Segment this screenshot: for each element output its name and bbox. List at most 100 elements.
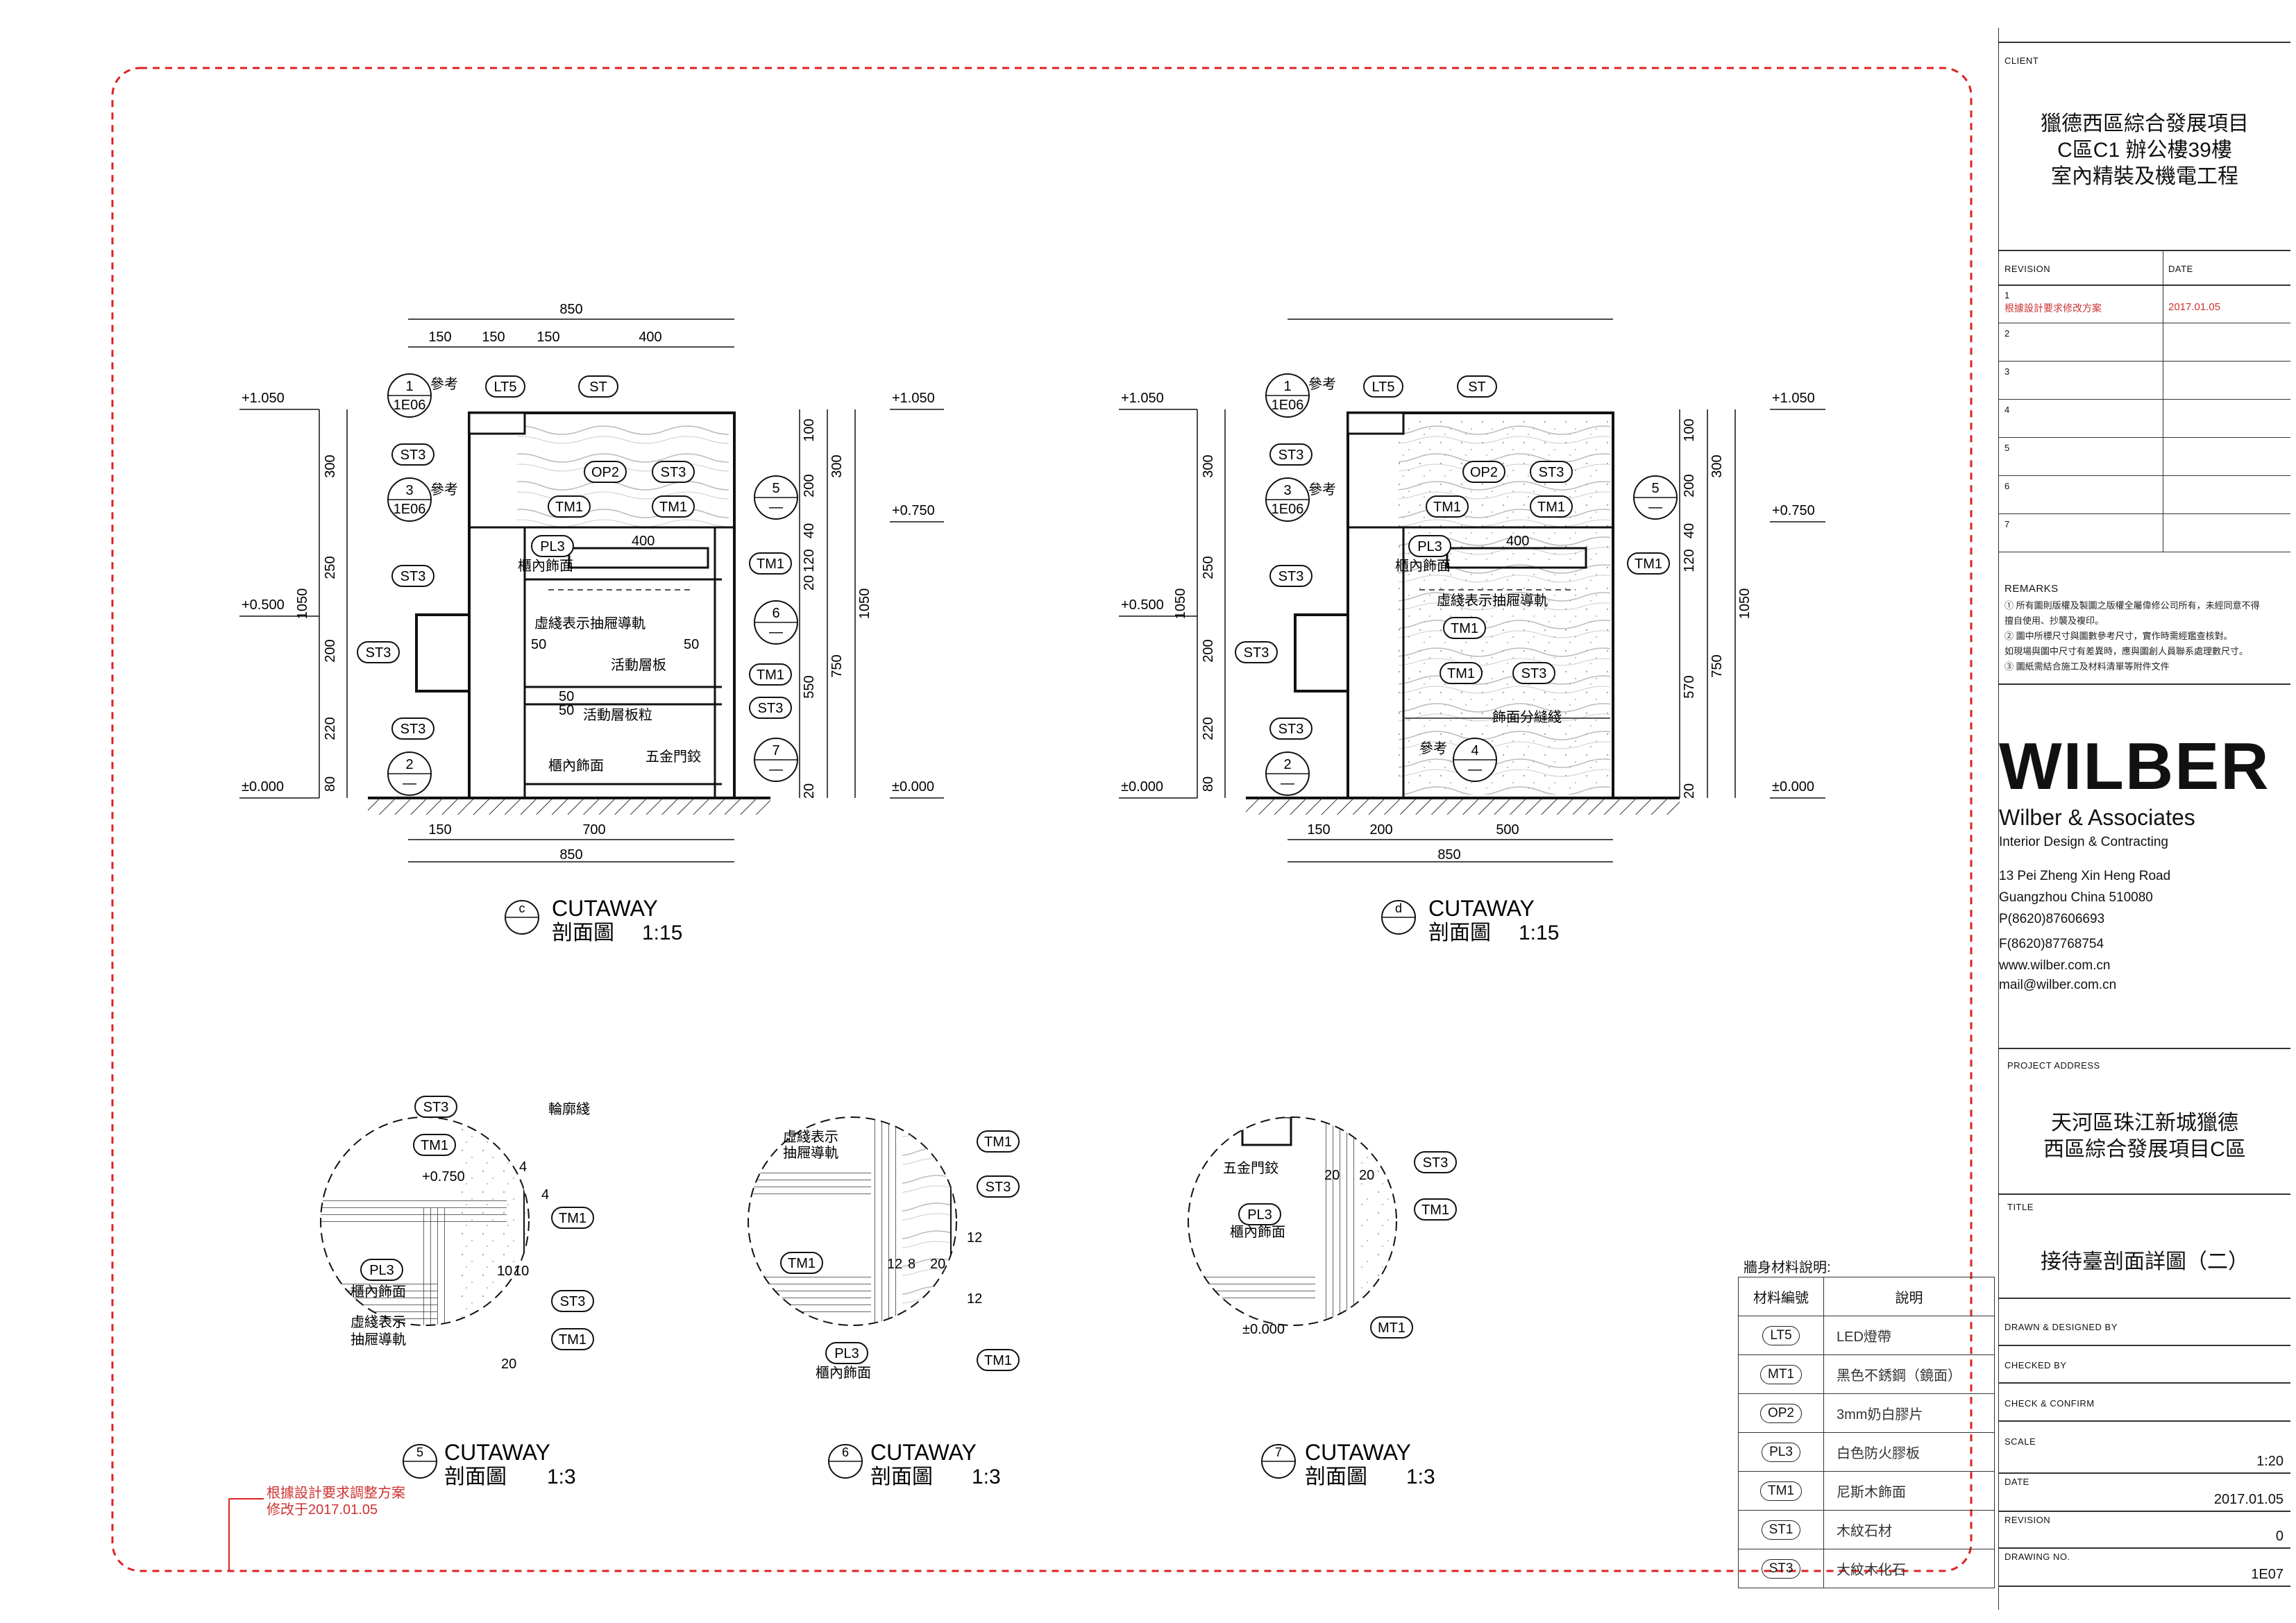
dim-text: 200 <box>1682 474 1697 497</box>
svg-text:TM1: TM1 <box>984 1353 1012 1368</box>
svg-text:輪廓綫: 輪廓綫 <box>548 1101 590 1117</box>
svg-text:5: 5 <box>416 1445 423 1459</box>
dim-text: 20 <box>1682 783 1697 799</box>
svg-text:CUTAWAY: CUTAWAY <box>870 1440 977 1465</box>
svg-text:7: 7 <box>1275 1445 1282 1459</box>
svg-text:±0.000: ±0.000 <box>892 779 934 794</box>
dim-text: 400 <box>639 330 661 345</box>
dim-text: 100 <box>802 418 817 441</box>
svg-text:—: — <box>769 762 783 777</box>
material-code: TM1 <box>1760 1481 1802 1501</box>
dim-text: 1050 <box>295 588 310 620</box>
material-code: PL3 <box>1762 1442 1800 1462</box>
svg-text:—: — <box>1468 762 1482 777</box>
svg-text:400: 400 <box>632 534 655 549</box>
svg-text:TM1: TM1 <box>757 668 784 683</box>
svg-text:±0.000: ±0.000 <box>1121 779 1163 794</box>
dim-text: 300 <box>829 454 845 477</box>
material-code: LT5 <box>1762 1325 1800 1345</box>
svg-text:1: 1 <box>1283 379 1291 394</box>
client-label: CLIENT <box>2004 56 2039 66</box>
svg-text:10: 10 <box>497 1264 512 1279</box>
svg-text:d: d <box>1395 901 1402 915</box>
svg-text:ST3: ST3 <box>560 1294 586 1309</box>
svg-text:—: — <box>769 624 783 640</box>
svg-text:12: 12 <box>967 1230 982 1246</box>
dim-text: 40 <box>802 523 817 538</box>
dim-text: 500 <box>1496 822 1519 838</box>
svg-text:LT5: LT5 <box>1372 380 1395 395</box>
remarks-line: ② 圖中所標尺寸與圖數參考尺寸，實作時需經鑑查核對。 <box>2004 631 2233 641</box>
svg-text:1:3: 1:3 <box>547 1465 576 1488</box>
svg-text:TM1: TM1 <box>1433 500 1461 515</box>
dim-text: 250 <box>323 556 338 579</box>
dim-text: 200 <box>1201 639 1216 662</box>
svg-text:TM1: TM1 <box>559 1211 586 1226</box>
svg-text:ST3: ST3 <box>400 448 426 463</box>
svg-text:1E06: 1E06 <box>394 398 426 413</box>
project-address-line-1: 天河區珠江新城獵德 <box>2051 1112 2238 1135</box>
revision-row: 5 <box>1999 437 2290 476</box>
svg-text:400: 400 <box>1506 534 1529 549</box>
svg-text:ST3: ST3 <box>366 645 391 661</box>
material-desc: 木紋石材 <box>1823 1510 1995 1549</box>
company-logo: WILBER <box>1999 729 2270 804</box>
dim-text: 700 <box>582 822 605 838</box>
svg-text:20: 20 <box>930 1257 945 1272</box>
svg-text:4: 4 <box>1471 743 1478 758</box>
material-code: ST1 <box>1761 1520 1801 1540</box>
detail-6: TM1 ST3 TM1 PL3 TM1 櫃內飾面 虛綫表示 抽屜導軌 12 8 … <box>748 1116 1020 1488</box>
revision-cloud <box>111 67 1973 1572</box>
svg-text:剖面圖: 剖面圖 <box>1305 1465 1367 1488</box>
svg-text:—: — <box>769 500 783 515</box>
dim-text: 80 <box>323 776 338 792</box>
svg-text:CUTAWAY: CUTAWAY <box>552 896 658 921</box>
svg-text:TM1: TM1 <box>757 556 784 572</box>
checked-by-label: CHECKED BY <box>2004 1360 2067 1370</box>
svg-text:PL3: PL3 <box>540 539 565 554</box>
svg-text:ST3: ST3 <box>400 569 426 584</box>
material-desc: LED燈帶 <box>1823 1316 1995 1355</box>
svg-text:1E06: 1E06 <box>1272 398 1304 413</box>
svg-text:TM1: TM1 <box>1447 666 1475 681</box>
svg-text:剖面圖: 剖面圖 <box>1428 921 1491 944</box>
revision-note: 根據設計要求調整方案 修改于2017.01.05 <box>267 1485 405 1518</box>
dim-text: 40 <box>1682 523 1697 538</box>
svg-text:PL3: PL3 <box>834 1346 859 1361</box>
svg-text:櫃內飾面: 櫃內飾面 <box>1230 1224 1285 1240</box>
svg-text:ST3: ST3 <box>1423 1155 1449 1171</box>
svg-text:ST3: ST3 <box>758 701 784 716</box>
dim-text: 750 <box>1710 654 1725 677</box>
svg-text:12: 12 <box>967 1291 982 1307</box>
remarks-line: 如現場與圖中尺寸有差異時，應與圖創人員聯系處理數尺寸。 <box>2004 646 2249 656</box>
svg-text:PL3: PL3 <box>1417 539 1442 554</box>
svg-text:OP2: OP2 <box>1470 465 1498 480</box>
svg-text:TM1: TM1 <box>1537 500 1565 515</box>
svg-text:虛綫表示: 虛綫表示 <box>351 1314 406 1330</box>
revision-no-label: REVISION <box>2004 1515 2051 1525</box>
svg-text:抽屜導軌: 抽屜導軌 <box>351 1332 406 1348</box>
company-name: Wilber & Associates <box>1999 805 2195 830</box>
svg-text:櫃內飾面: 櫃內飾面 <box>1395 558 1451 574</box>
svg-text:1:3: 1:3 <box>972 1465 1001 1488</box>
check-confirm-label: CHECK & CONFIRM <box>2004 1398 2095 1409</box>
svg-text:3: 3 <box>405 483 413 498</box>
detail-title: 6 CUTAWAY 剖面圖 1:3 <box>828 1440 1001 1488</box>
company-fax: F(8620)87768754 <box>1999 937 2104 951</box>
svg-text:TM1: TM1 <box>984 1135 1012 1150</box>
svg-text:50: 50 <box>559 689 574 704</box>
svg-text:1E06: 1E06 <box>1272 502 1304 517</box>
revision-row: 4 <box>1999 399 2290 438</box>
dim-text: 220 <box>323 717 338 740</box>
material-desc: 白色防火膠板 <box>1823 1432 1995 1472</box>
svg-text:抽屜導軌: 抽屜導軌 <box>783 1145 838 1161</box>
svg-text:ST3: ST3 <box>1278 448 1304 463</box>
svg-text:櫃內飾面: 櫃內飾面 <box>816 1365 871 1381</box>
svg-text:PL3: PL3 <box>1247 1207 1272 1223</box>
svg-text:—: — <box>403 776 416 791</box>
svg-text:+0.500: +0.500 <box>242 597 285 613</box>
detail-7: ST3 TM1 PL3 MT1 五金門鉸 櫃內飾面 ±0.000 20 20 7… <box>1188 1116 1457 1488</box>
date-label: DATE <box>2004 1477 2029 1487</box>
